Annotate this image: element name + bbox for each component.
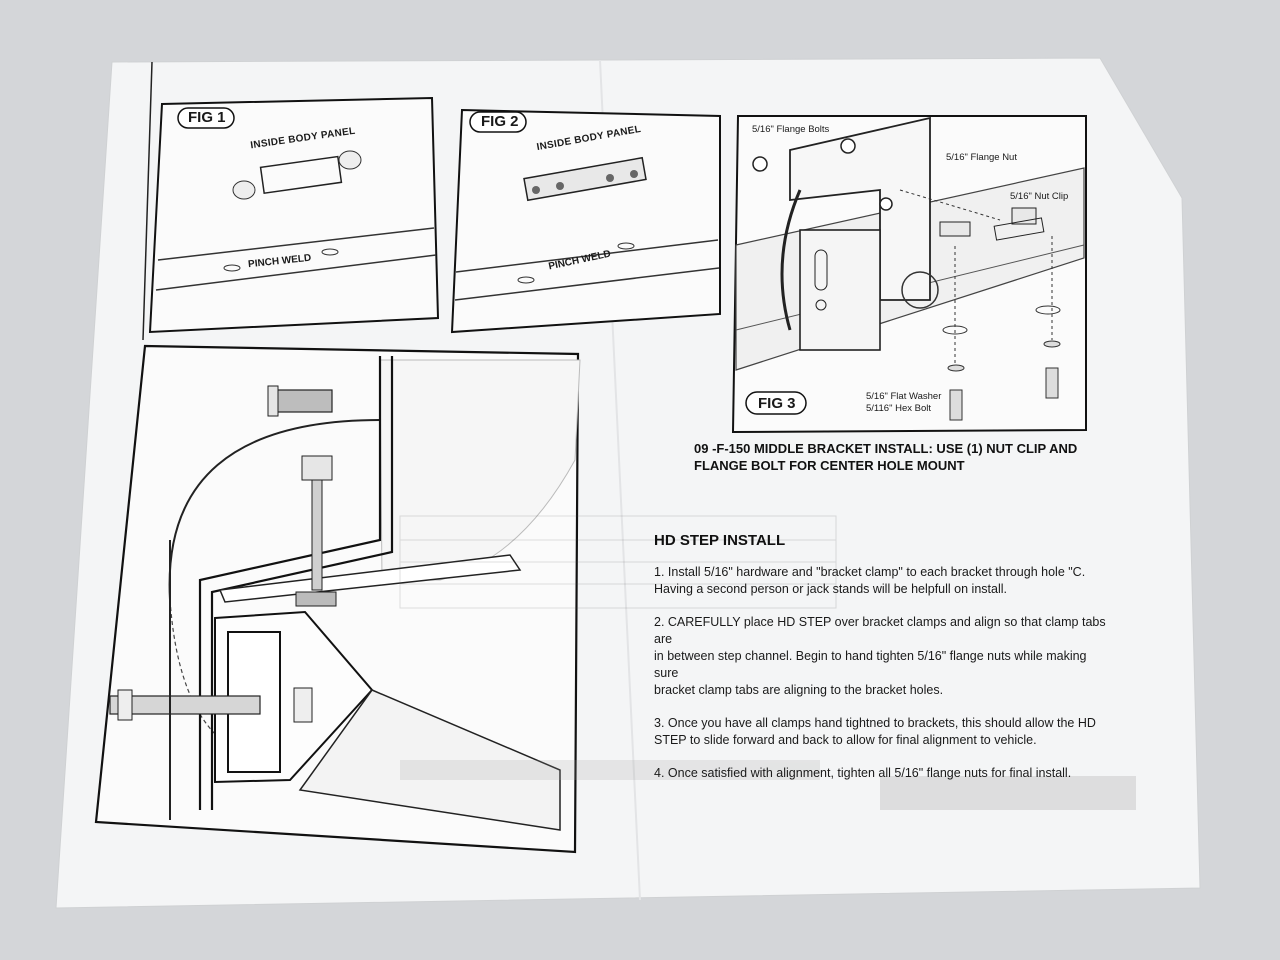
fig3-hex-bolt-label: 5/116" Hex Bolt	[866, 403, 931, 414]
cross-section-diagram	[94, 344, 581, 854]
fig2-diagram	[450, 108, 721, 334]
install-step-2: 2. CAREFULLY place HD STEP over bracket …	[654, 615, 1106, 697]
fig3-caption-line2: FLANGE BOLT FOR CENTER HOLE MOUNT	[694, 458, 965, 473]
fig2-tag: FIG 2	[481, 113, 519, 130]
install-title: HD STEP INSTALL	[654, 532, 786, 549]
install-step-1: 1. Install 5/16" hardware and "bracket c…	[654, 565, 1086, 596]
fig3-flange-nut-label: 5/16" Flange Nut	[946, 152, 1017, 163]
install-steps: 1. Install 5/16" hardware and "bracket c…	[654, 564, 1114, 798]
install-step-4: 4. Once satisfied with alignment, tighte…	[654, 766, 1072, 780]
fig1-tag: FIG 1	[188, 109, 226, 126]
fig3-tag: FIG 3	[758, 395, 796, 412]
fig3-flat-washer-label: 5/16" Flat Washer	[866, 391, 942, 402]
paper-edge-line	[142, 61, 153, 341]
fig3-caption: 09 -F-150 MIDDLE BRACKET INSTALL: USE (1…	[694, 440, 1077, 474]
fig3-flange-bolts-label: 5/16" Flange Bolts	[752, 124, 830, 135]
fig3-diagram	[731, 115, 1087, 434]
fig1-diagram	[148, 96, 440, 334]
fig3-caption-line1: 09 -F-150 MIDDLE BRACKET INSTALL: USE (1…	[694, 441, 1078, 456]
install-step-3: 3. Once you have all clamps hand tightne…	[654, 716, 1096, 747]
show-through-print	[399, 515, 1136, 810]
fig3-nut-clip-label: 5/16" Nut Clip	[1010, 191, 1069, 202]
